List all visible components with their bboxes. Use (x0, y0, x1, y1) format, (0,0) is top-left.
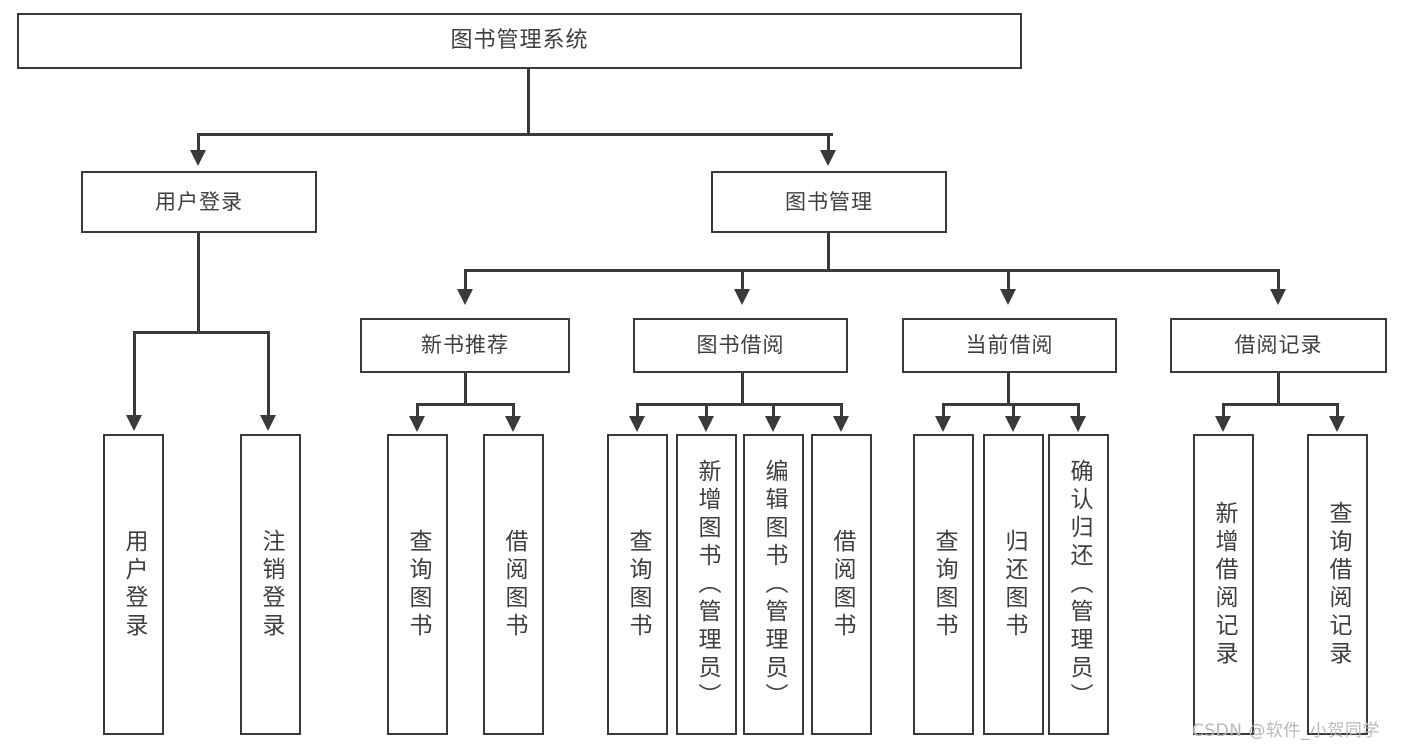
arrowhead-nbr-leaf-1 (409, 416, 425, 432)
node-leaf-add-book-admin[interactable]: 新增图书（管理员） (676, 434, 737, 735)
node-leaf-query-borrow-record[interactable]: 查询借阅记录 (1307, 434, 1368, 735)
arrowhead-bb-leaf-4 (833, 416, 849, 432)
connector-book-borrow-stem (741, 373, 744, 405)
connector-user-login-left-drop (133, 331, 136, 416)
node-leaf-borrow-books-nbr[interactable]: 借阅图书 (483, 434, 544, 735)
node-label: 用户登录 (121, 528, 147, 641)
arrowhead-bb-leaf-1 (629, 416, 645, 432)
node-label: 新增借阅记录 (1211, 500, 1237, 669)
node-label: 借阅记录 (1234, 333, 1323, 358)
connector-root-to-user-login (197, 133, 200, 151)
node-new-book-recommend[interactable]: 新书推荐 (360, 318, 570, 373)
node-label: 查询借阅记录 (1325, 500, 1351, 669)
node-label: 借阅图书 (829, 528, 855, 641)
connector-new-book-recommend-stem (464, 373, 467, 405)
node-borrow-record[interactable]: 借阅记录 (1170, 318, 1387, 373)
connector-to-current-borrow (1007, 269, 1010, 290)
arrowhead-bb-leaf-2 (698, 416, 714, 432)
arrowhead-cb-leaf-3 (1070, 416, 1086, 432)
node-label: 图书管理 (785, 189, 873, 214)
connector-bb-drop-2 (705, 403, 708, 417)
connector-current-borrow-stem (1007, 373, 1010, 405)
connector-nbr-drop-1 (416, 403, 419, 417)
node-label: 新增图书（管理员） (694, 458, 720, 711)
connector-br-drop-2 (1336, 403, 1339, 417)
connector-br-drop-1 (1222, 403, 1225, 417)
connector-current-borrow-bus (942, 403, 1080, 406)
node-book-management[interactable]: 图书管理 (711, 171, 947, 233)
node-label: 查询图书 (625, 528, 651, 641)
node-label: 编辑图书（管理员） (761, 458, 787, 711)
connector-root-stem (527, 69, 530, 134)
arrowhead-new-book-recommend (457, 289, 473, 305)
arrowhead-root-to-book-management (820, 150, 836, 166)
connector-to-borrow-record (1277, 269, 1280, 290)
node-leaf-user-login[interactable]: 用户登录 (103, 434, 164, 735)
arrowhead-cb-leaf-1 (935, 416, 951, 432)
node-leaf-query-books-cb[interactable]: 查询图书 (913, 434, 974, 735)
connector-book-management-stem (827, 233, 830, 271)
connector-cb-drop-1 (942, 403, 945, 417)
node-label: 新书推荐 (421, 333, 509, 358)
connector-root-to-book-management (827, 133, 830, 151)
node-leaf-logout[interactable]: 注销登录 (240, 434, 301, 735)
node-label: 查询图书 (405, 528, 431, 641)
node-label: 借阅图书 (501, 528, 527, 641)
node-leaf-confirm-return-admin[interactable]: 确认归还（管理员） (1048, 434, 1109, 735)
connector-cb-drop-2 (1012, 403, 1015, 417)
watermark-text: CSDN @软件_小贺同学 (1192, 721, 1380, 741)
node-leaf-edit-book-admin[interactable]: 编辑图书（管理员） (743, 434, 804, 735)
arrowhead-bb-leaf-3 (765, 416, 781, 432)
node-user-login[interactable]: 用户登录 (81, 171, 317, 233)
node-leaf-query-books-bb[interactable]: 查询图书 (607, 434, 668, 735)
arrowhead-root-to-user-login (190, 150, 206, 166)
arrowhead-book-borrow (734, 289, 750, 305)
connector-bb-drop-1 (636, 403, 639, 417)
node-label: 当前借阅 (965, 333, 1054, 358)
connector-user-login-right-drop (267, 331, 270, 416)
node-label: 归还图书 (1001, 528, 1027, 641)
node-current-borrow[interactable]: 当前借阅 (902, 318, 1117, 373)
arrowhead-borrow-record (1270, 289, 1286, 305)
connector-bb-drop-3 (772, 403, 775, 417)
connector-root-bus (197, 133, 833, 136)
connector-to-book-borrow (741, 269, 744, 290)
node-book-borrow[interactable]: 图书借阅 (633, 318, 848, 373)
connector-cb-drop-3 (1077, 403, 1080, 417)
node-leaf-borrow-books-bb[interactable]: 借阅图书 (811, 434, 872, 735)
connector-borrow-record-bus (1222, 403, 1339, 406)
node-label: 用户登录 (155, 189, 243, 214)
node-label: 确认归还（管理员） (1066, 458, 1092, 711)
connector-user-login-bus (133, 331, 270, 334)
node-leaf-add-borrow-record[interactable]: 新增借阅记录 (1193, 434, 1254, 735)
connector-to-new-book-recommend (464, 269, 467, 290)
arrowhead-nbr-leaf-2 (505, 416, 521, 432)
connector-borrow-record-stem (1277, 373, 1280, 405)
arrowhead-user-login-leaf-1 (126, 415, 142, 431)
arrowhead-br-leaf-1 (1215, 416, 1231, 432)
connector-bb-drop-4 (840, 403, 843, 417)
connector-book-borrow-bus (636, 403, 843, 406)
node-leaf-query-books-nbr[interactable]: 查询图书 (387, 434, 448, 735)
node-label: 图书管理系统 (450, 28, 589, 54)
connector-nbr-drop-2 (512, 403, 515, 417)
connector-new-book-recommend-bus (416, 403, 515, 406)
arrowhead-br-leaf-2 (1329, 416, 1345, 432)
arrowhead-user-login-leaf-2 (260, 415, 276, 431)
node-root-book-management-system[interactable]: 图书管理系统 (17, 13, 1022, 69)
node-label: 注销登录 (258, 528, 284, 641)
arrowhead-cb-leaf-2 (1005, 416, 1021, 432)
node-leaf-return-books[interactable]: 归还图书 (983, 434, 1044, 735)
connector-level3-bus (464, 269, 1280, 272)
node-label: 图书借阅 (696, 333, 785, 358)
arrowhead-current-borrow (1000, 289, 1016, 305)
connector-user-login-stem (197, 233, 200, 334)
node-label: 查询图书 (931, 528, 957, 641)
